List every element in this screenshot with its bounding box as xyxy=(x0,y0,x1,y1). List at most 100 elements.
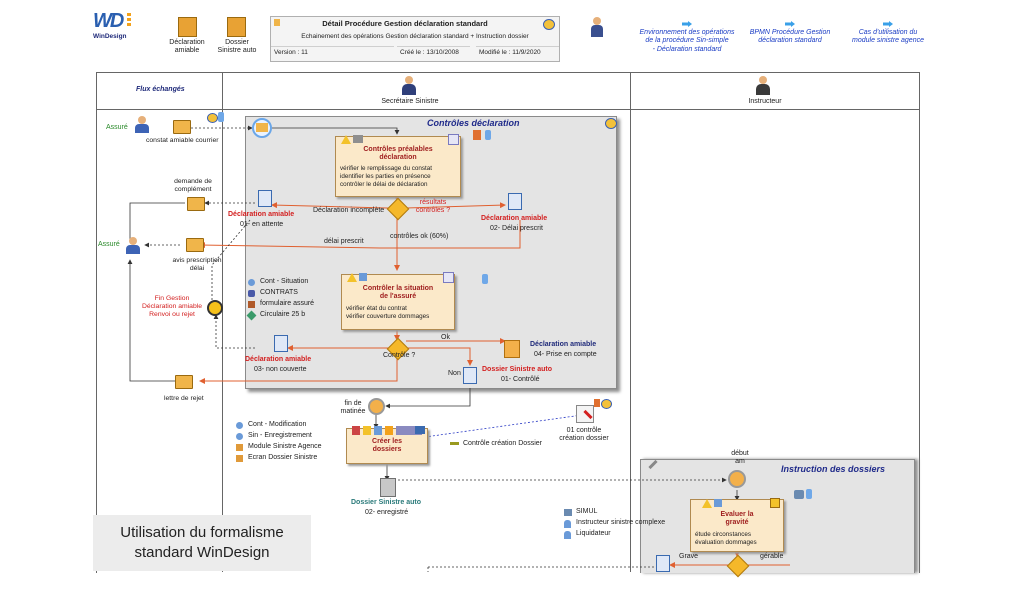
warning-icon xyxy=(702,499,712,508)
state-doc-icon[interactable] xyxy=(463,367,477,384)
toolbar-declaration-amiable[interactable]: Déclaration amiable xyxy=(166,17,208,61)
flow-resultats-controles: résultats contrôles ? xyxy=(415,199,451,215)
header-title: Détail Procédure Gestion déclaration sta… xyxy=(322,19,488,28)
doc-line-icon xyxy=(450,442,459,445)
activity-evaluer-title: Evaluer la gravité xyxy=(720,511,754,527)
search-icon xyxy=(770,498,780,508)
link-icon[interactable] xyxy=(601,399,612,409)
windesign-logo[interactable]: WD WinDesign xyxy=(93,10,139,42)
flow-non: Non xyxy=(448,370,461,377)
screen-icon xyxy=(415,426,425,434)
form-icon xyxy=(248,301,255,308)
flow-ok: Ok xyxy=(441,334,450,341)
logo-text: WinDesign xyxy=(93,33,127,40)
resource-icon xyxy=(236,433,243,440)
resource-instructeur-complexe: Instructeur sinistre complexe xyxy=(576,519,666,526)
state-doc-icon[interactable] xyxy=(508,193,522,210)
demande-message-icon[interactable] xyxy=(187,197,205,211)
arrow-link-icon xyxy=(883,21,893,27)
timer-event-icon[interactable] xyxy=(368,398,385,415)
end-event-icon[interactable] xyxy=(207,300,223,316)
person-icon xyxy=(564,531,571,539)
toolbar-dossier-sinistre[interactable]: Dossier Sinistre auto xyxy=(214,17,260,61)
state-doc-icon[interactable] xyxy=(258,190,272,207)
fin-gestion-label: Fin Gestion Déclaration amiable Renvoi o… xyxy=(141,295,203,318)
lettre-message-icon[interactable] xyxy=(175,375,193,389)
state-prise-label: 04- Prise en compte xyxy=(534,351,597,358)
edit-icon xyxy=(448,134,459,145)
resource-list-evaluer: SIMUL Instructeur sinistre complexe Liqu… xyxy=(562,508,682,544)
flow-declaration-incomplete: Déclaration incomplète xyxy=(313,207,385,214)
actor-assure-top-label: Assuré xyxy=(106,124,128,131)
lane-header-divider xyxy=(96,109,919,110)
state-prise-title: Déclaration amiable xyxy=(530,341,597,348)
zone-controles-title: Contrôles déclaration xyxy=(427,118,520,128)
timer-event-icon[interactable] xyxy=(728,470,746,488)
header-info-icon xyxy=(274,19,280,26)
assure-actor-icon[interactable] xyxy=(125,237,141,255)
resource-cont-modification: Cont - Modification xyxy=(248,421,307,428)
resource-icon xyxy=(248,279,255,286)
lane-secretaire-title: Secrétaire Sinistre xyxy=(381,98,439,105)
state-delai-label: 02- Délai prescrit xyxy=(490,225,543,232)
logo-dots-icon xyxy=(127,13,131,27)
procedure-header: Détail Procédure Gestion déclaration sta… xyxy=(270,16,560,62)
header-subtitle: Echainement des opérations Gestion décla… xyxy=(301,33,529,40)
warning-icon xyxy=(341,135,351,144)
resource-cont-situation: Cont - Situation xyxy=(260,278,309,285)
demande-label: demande de complément xyxy=(174,178,212,193)
header-link-icon[interactable] xyxy=(543,19,555,30)
activity-controles-prealables[interactable]: Contrôles préalables déclaration vérifie… xyxy=(335,134,461,197)
constat-message-icon[interactable] xyxy=(173,120,191,134)
assure-actor-icon[interactable] xyxy=(134,116,150,134)
activity-evaluer-gravite[interactable]: Evaluer la gravité étude circonstances é… xyxy=(690,498,784,552)
state-orange-doc-icon[interactable] xyxy=(504,340,520,358)
state-dossier-controle-title: Dossier Sinistre auto xyxy=(482,366,553,373)
actor-assure-mid-label: Assuré xyxy=(98,241,120,248)
activity-creer-dossiers[interactable]: Créer les dossiers xyxy=(346,426,428,464)
resource-icon xyxy=(353,135,363,143)
state-attente-title: Déclaration amiable xyxy=(228,211,295,218)
actor-group-icon[interactable] xyxy=(590,17,604,39)
lettre-label: lettre de rejet xyxy=(164,395,204,402)
dossier-enreg-icon[interactable] xyxy=(380,478,396,497)
state-delai-title: Déclaration amiable xyxy=(481,215,548,222)
state-dossier-enreg-label: 02- enregistré xyxy=(365,509,409,516)
state-noncouverte-label: 03- non couverte xyxy=(254,366,307,373)
state-doc-icon[interactable] xyxy=(274,335,288,352)
start-message-icon xyxy=(256,123,268,132)
flow-controle-q: Contrôle ? xyxy=(383,352,416,359)
zone-link-icon[interactable] xyxy=(605,118,617,129)
edit-icon xyxy=(443,272,454,283)
caption-text: Utilisation du formalisme standard WinDe… xyxy=(120,524,284,561)
resource-liquidateur: Liquidateur xyxy=(576,530,611,537)
resource-module-sinistre: Module Sinistre Agence xyxy=(248,443,322,450)
activity-controler-situation[interactable]: Contrôler la situation de l'assuré vérif… xyxy=(341,272,455,330)
info-icon xyxy=(806,489,812,499)
resource-list-creer: Cont - Modification Sin - Enregistrement… xyxy=(234,421,334,467)
screen-icon xyxy=(236,455,243,462)
activity-prealables-body: vérifier le remplissage du constat ident… xyxy=(340,165,433,188)
person-icon xyxy=(564,520,571,528)
priority-icon xyxy=(594,399,600,407)
info-icon xyxy=(485,130,491,140)
header-version: Version : 11 xyxy=(271,46,394,59)
resource-icon xyxy=(714,499,722,507)
resource-sin-enregistrement: Sin - Enregistrement xyxy=(248,432,312,439)
simul-icon xyxy=(564,509,572,516)
caption-box: Utilisation du formalisme standard WinDe… xyxy=(93,515,311,571)
flow-gerable: gérable xyxy=(760,553,784,560)
info-icon xyxy=(482,274,488,284)
avis-message-icon[interactable] xyxy=(186,238,204,252)
dossier-icon xyxy=(227,17,246,37)
resource-simul: SIMUL xyxy=(576,508,598,515)
database-icon xyxy=(248,290,255,297)
info-icon[interactable] xyxy=(218,112,224,122)
logo-mark: WD xyxy=(93,10,124,32)
link-icon[interactable] xyxy=(207,113,218,123)
flow-grave: Grave xyxy=(679,553,699,560)
state-doc-icon[interactable] xyxy=(656,555,670,572)
warning-icon xyxy=(347,273,357,282)
state-controle-creation: 01 contrôle création dossier xyxy=(559,427,609,443)
